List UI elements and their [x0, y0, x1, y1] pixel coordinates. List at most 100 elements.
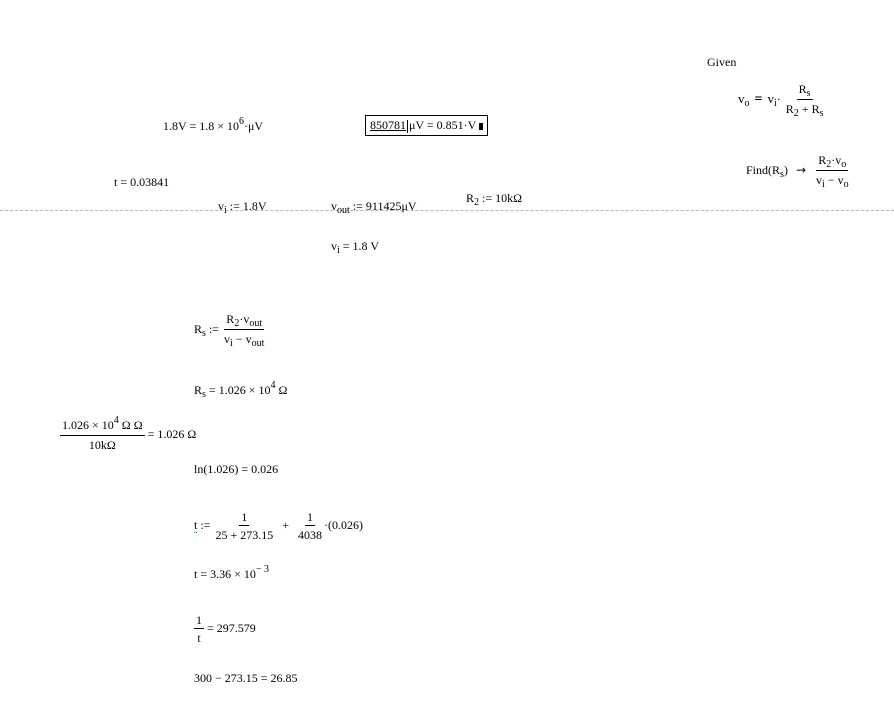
ratio-den: 10kΩ — [88, 438, 116, 452]
rs-den-a-sub: i — [230, 338, 233, 349]
find-num-b: v — [835, 153, 842, 167]
rs-evaluation[interactable]: Rs = 1.026 × 104 Ω — [194, 380, 288, 400]
ln-eval-text: ln(1.026) = 0.026 — [194, 462, 279, 476]
t-def-lhs-warning: t — [194, 517, 198, 533]
inv-t-num: 1 — [194, 613, 204, 629]
t-initial-text: t = 0.03841 — [114, 175, 170, 189]
t-def-fraction-2: 1 4038 — [296, 510, 324, 542]
t-f2-den: 4038 — [298, 528, 323, 542]
given-lhs-sub: o — [744, 97, 750, 109]
rs-num-a: R — [226, 312, 235, 326]
rs-den-minus: − — [235, 332, 243, 346]
find-den-a: v — [816, 173, 822, 187]
vi-eval-rest: = 1.8 V — [339, 239, 379, 253]
r2-def-rest: := 10kΩ — [479, 191, 523, 205]
vi-def-rest: := 1.8V — [226, 199, 267, 213]
given-den-a: R — [785, 102, 794, 116]
vi-evaluation[interactable]: vi = 1.8 V — [331, 239, 379, 256]
given-den-b-sub: s — [819, 108, 824, 119]
ratio-num-exp: 4 — [113, 415, 119, 426]
rs-num-b: v — [243, 312, 250, 326]
conv1-exp: 6 — [238, 116, 244, 127]
conv2-value: 850781 — [370, 118, 406, 132]
t-eval-text: t = 3.36 × 10 — [194, 567, 256, 581]
find-arg: R — [772, 162, 781, 177]
r2-definition[interactable]: R2 := 10kΩ — [466, 191, 523, 208]
inverse-t-fraction: 1 t — [194, 613, 204, 645]
given-equation[interactable]: vo = vi· Rs R2 + Rs — [738, 82, 826, 119]
bold-equals-symbol: = — [754, 91, 763, 107]
ratio-num-unit: Ω Ω — [118, 418, 143, 432]
inv-t-den: t — [197, 631, 201, 645]
rs-num-a-sub: 2 — [234, 318, 240, 329]
find-num-a: R — [818, 153, 827, 167]
given-num-sub: s — [806, 88, 811, 99]
vout-def-sub: out — [337, 205, 350, 216]
ratio-result: = 1.026 Ω — [147, 426, 197, 441]
rs-eval-lhs: R — [194, 383, 203, 397]
rs-def-lhs-sub: s — [202, 327, 206, 339]
find-den-b: v — [837, 173, 844, 187]
find-num-b-sub: o — [841, 159, 847, 170]
inverse-t-evaluation[interactable]: 1 t = 297.579 — [194, 613, 256, 645]
rs-eval-unit: Ω — [275, 383, 288, 397]
rs-den-b: v — [245, 332, 252, 346]
given-label[interactable]: Given — [707, 55, 736, 69]
t-f2-num: 1 — [305, 510, 316, 526]
vi-eval-sym: v — [331, 239, 337, 253]
rs-def-lhs: R — [194, 321, 203, 336]
conv1-unit: ·μV — [243, 119, 264, 133]
given-den-b: R — [811, 102, 820, 116]
symbolic-arrow-icon: → — [795, 162, 806, 177]
find-arg-sub: s — [780, 168, 784, 180]
edit-cursor — [407, 119, 408, 133]
find-fraction: R2·vo vi − vo — [816, 153, 849, 190]
conversion-1-8v[interactable]: 1.8V = 1.8 × 106·μV — [163, 116, 264, 135]
vout-definition[interactable]: vout := 911425μV — [331, 199, 417, 216]
conv2-unit: μV = 0.851·V — [409, 118, 477, 132]
r2-def-sub: 2 — [474, 197, 480, 208]
final-calc-text: 300 − 273.15 = 26.85 — [194, 671, 298, 685]
r2-def-sym: R — [466, 191, 475, 205]
rs-def-op: := — [208, 321, 220, 336]
inv-t-result: = 297.579 — [207, 620, 256, 635]
find-den-minus: − — [827, 173, 835, 187]
find-den-a-sub: i — [822, 179, 825, 190]
ln-evaluation[interactable]: ln(1.026) = 0.026 — [194, 462, 278, 476]
t-definition[interactable]: t := 1 25 + 273.15 + 1 4038 ·(0.026) — [194, 510, 363, 542]
rs-definition[interactable]: Rs := R2·vout vi − vout — [194, 312, 266, 349]
rs-eval-exp: 4 — [270, 380, 276, 391]
rs-den-b-sub: out — [251, 338, 265, 349]
vout-def-sym: v — [331, 199, 337, 213]
ratio-evaluation[interactable]: 1.026 × 104 Ω Ω 10kΩ = 1.026 Ω — [60, 415, 197, 452]
final-calculation[interactable]: 300 − 273.15 = 26.85 — [194, 671, 298, 685]
t-evaluation[interactable]: t = 3.36 × 10− 3 — [194, 564, 270, 583]
ratio-num: 1.026 × 10 — [62, 418, 114, 432]
given-den-a-sub: 2 — [793, 108, 799, 119]
t-def-plus: + — [282, 517, 290, 532]
placeholder-block-icon — [479, 122, 484, 130]
page-break-line — [0, 210, 894, 211]
find-num-a-sub: 2 — [826, 159, 832, 170]
t-initial-eval[interactable]: t = 0.03841 — [114, 175, 169, 189]
vi-definition[interactable]: vi := 1.8V — [218, 199, 267, 216]
t-f1-den: 25 + 273.15 — [215, 528, 274, 542]
rs-num-b-sub: out — [249, 318, 263, 329]
vi-def-sym: v — [218, 199, 224, 213]
rs-eval-rest: = 1.026 × 10 — [205, 383, 271, 397]
t-def-op: := — [200, 517, 211, 532]
vout-def-rest: := 911425μV — [349, 199, 417, 213]
t-def-tail: ·(0.026) — [324, 517, 364, 532]
rs-eval-lhs-sub: s — [202, 389, 206, 400]
given-fraction: Rs R2 + Rs — [784, 82, 826, 119]
given-rhs-v-sub: i — [773, 97, 777, 109]
given-rhs-v: v — [767, 90, 774, 106]
conv1-lhs: 1.8V = 1.8 × 10 — [163, 119, 239, 133]
find-equation[interactable]: Find(Rs) → R2·vo vi − vo — [746, 153, 849, 190]
rs-def-fraction: R2·vout vi − vout — [224, 312, 265, 349]
given-label-text: Given — [707, 55, 737, 69]
find-func-name: Find — [746, 162, 769, 177]
t-f1-num: 1 — [239, 510, 250, 526]
t-eval-exp: − 3 — [255, 564, 270, 575]
